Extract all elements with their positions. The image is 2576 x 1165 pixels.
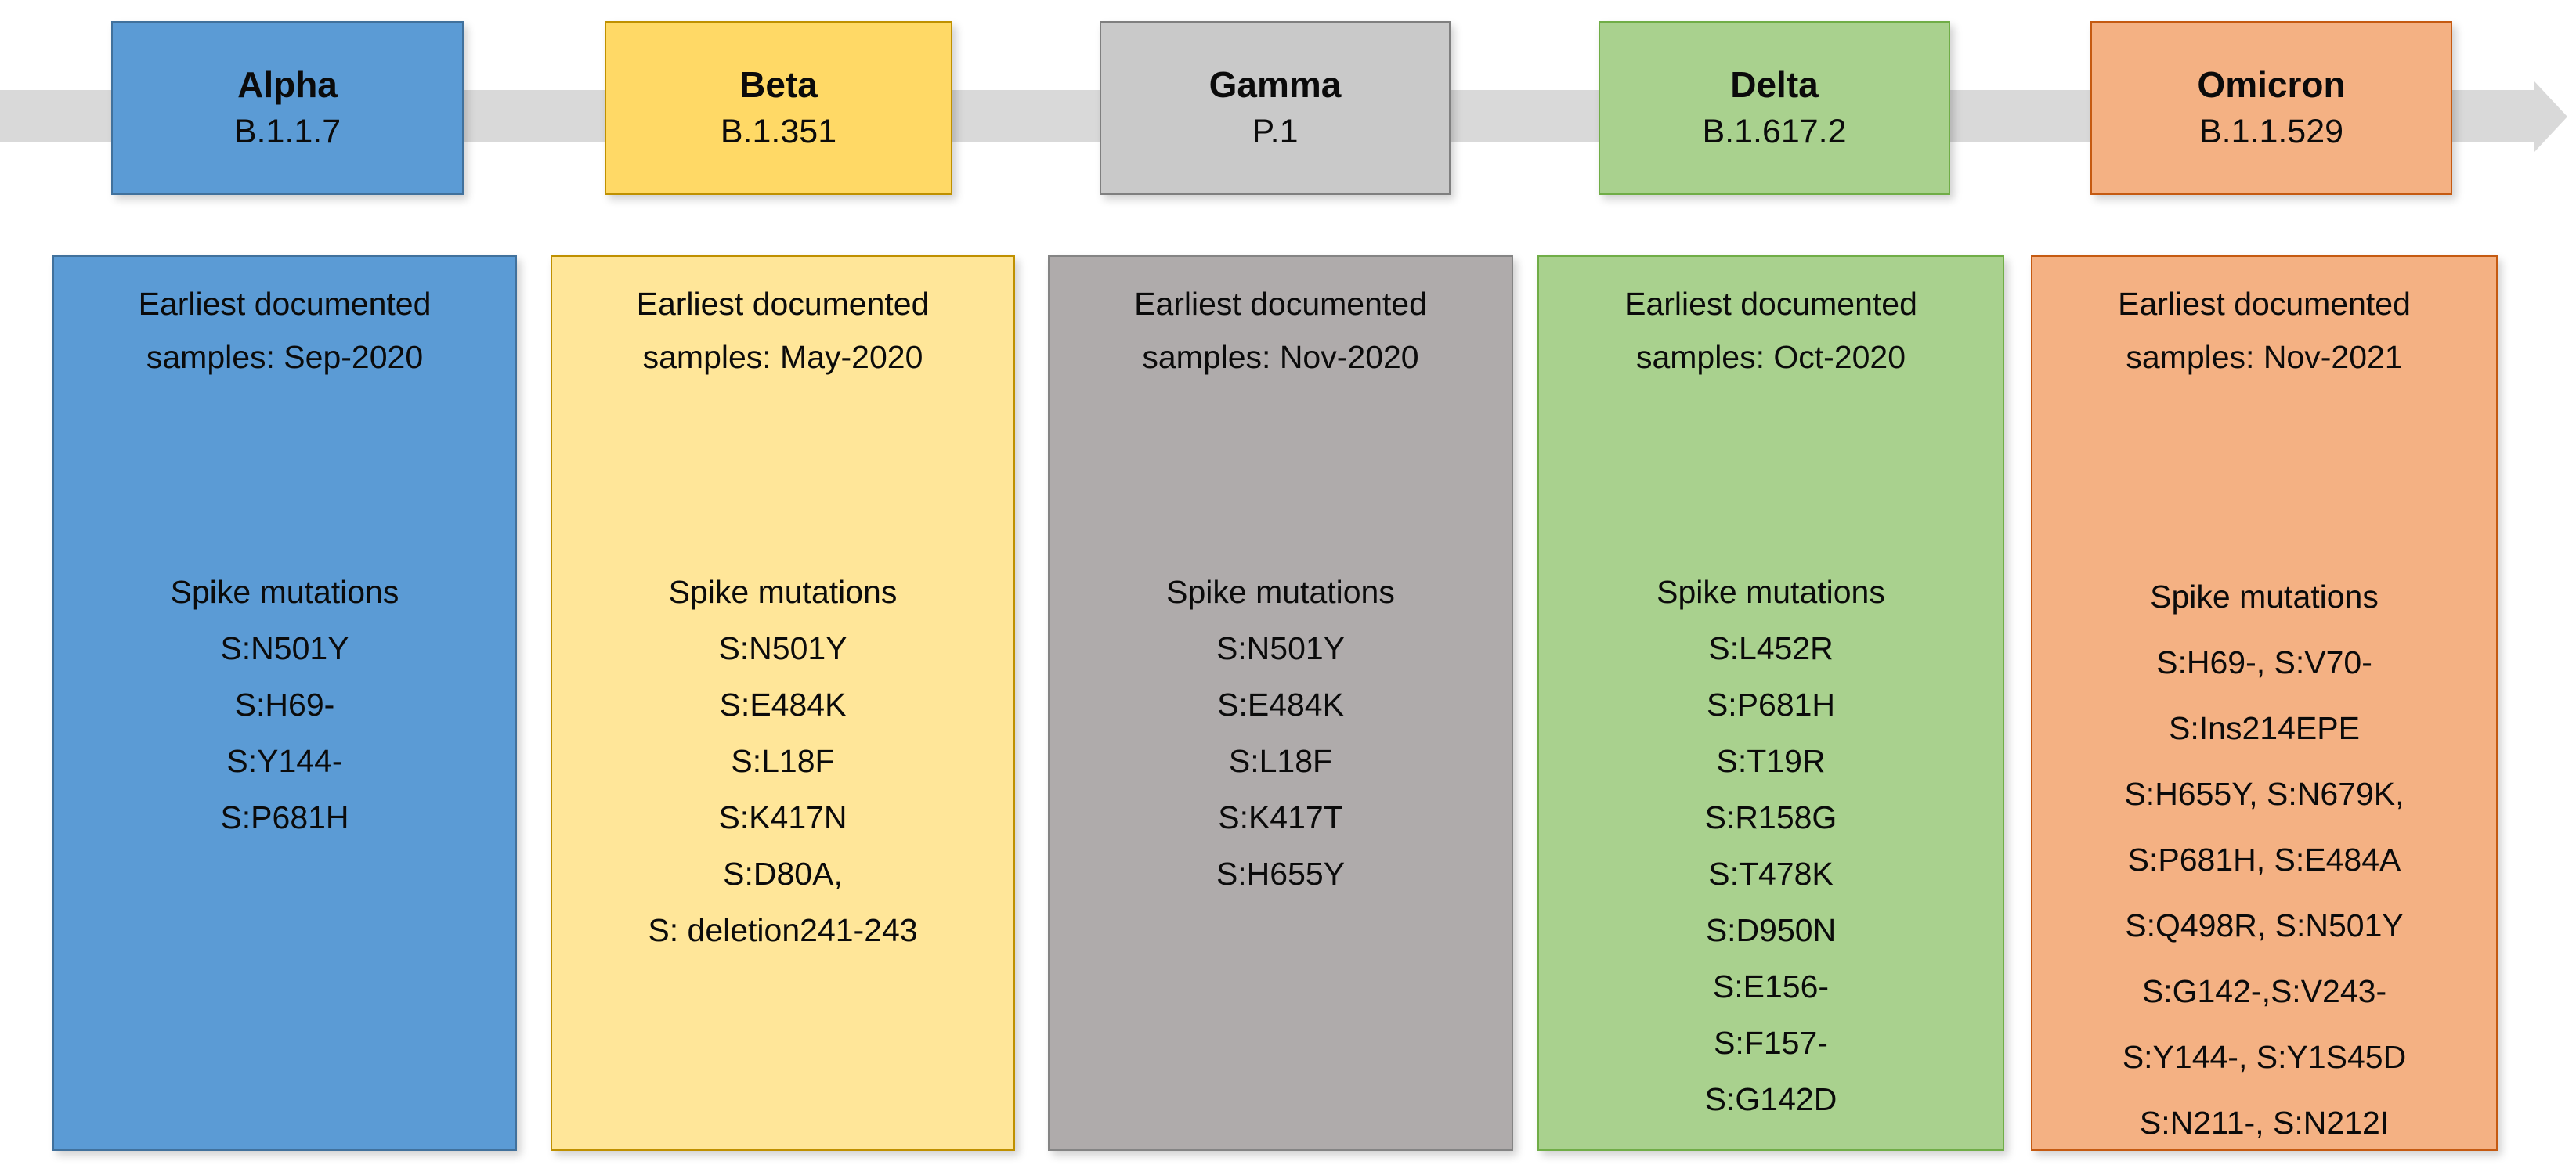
spike-mutations-title: Spike mutations (1166, 574, 1395, 610)
spike-mutations-block: Spike mutations S:L452R S:P681H S:T19R S… (1539, 564, 2003, 1127)
spike-mutations-block: Spike mutations S:N501Y S:H69- S:Y144- S… (54, 564, 515, 846)
spike-mutations-block: Spike mutations S:N501Y S:E484K S:L18F S… (1050, 564, 1512, 902)
variant-name: Beta (739, 64, 818, 105)
earliest-samples-text: Earliest documented samples: Sep-2020 (138, 286, 432, 375)
variant-header-omicron: Omicron B.1.1.529 (2090, 21, 2452, 195)
earliest-samples-text: Earliest documented samples: Nov-2020 (1134, 286, 1427, 375)
spike-mutations-block: Spike mutations S:H69-, S:V70- S:Ins214E… (2032, 564, 2496, 1156)
variant-name: Alpha (237, 64, 338, 105)
timeline-arrow-head-icon (2534, 81, 2567, 152)
spike-mutations-title: Spike mutations (2150, 579, 2379, 615)
variant-detail-alpha: Earliest documented samples: Sep-2020 Sp… (52, 255, 517, 1151)
variant-header-beta: Beta B.1.351 (605, 21, 952, 195)
spike-mutations-list: S:H69-, S:V70- S:Ins214EPE S:H655Y, S:N6… (2122, 644, 2407, 1141)
variant-header-alpha: Alpha B.1.1.7 (111, 21, 464, 195)
spike-mutations-list: S:N501Y S:E484K S:L18F S:K417N S:D80A, S… (648, 630, 918, 948)
earliest-samples-text: Earliest documented samples: May-2020 (636, 286, 930, 375)
variant-header-gamma: Gamma P.1 (1100, 21, 1451, 195)
earliest-samples-text: Earliest documented samples: Nov-2021 (2118, 286, 2411, 375)
variant-lineage: B.1.617.2 (1702, 113, 1847, 150)
spike-mutations-title: Spike mutations (1657, 574, 1885, 610)
variant-detail-omicron: Earliest documented samples: Nov-2021 Sp… (2031, 255, 2498, 1151)
earliest-samples-text: Earliest documented samples: Oct-2020 (1624, 286, 1917, 375)
variant-lineage: B.1.1.529 (2198, 113, 2344, 150)
variant-name: Delta (1730, 64, 1819, 105)
variant-detail-gamma: Earliest documented samples: Nov-2020 Sp… (1048, 255, 1513, 1151)
variant-lineage: P.1 (1252, 113, 1299, 150)
variant-lineage: B.1.1.7 (233, 113, 341, 150)
variant-detail-beta: Earliest documented samples: May-2020 Sp… (551, 255, 1015, 1151)
spike-mutations-title: Spike mutations (668, 574, 898, 610)
variant-name: Omicron (2197, 64, 2346, 105)
spike-mutations-list: S:N501Y S:H69- S:Y144- S:P681H (220, 630, 349, 835)
spike-mutations-list: S:L452R S:P681H S:T19R S:R158G S:T478K S… (1704, 630, 1837, 1117)
variant-detail-delta: Earliest documented samples: Oct-2020 Sp… (1537, 255, 2004, 1151)
variant-name: Gamma (1209, 64, 1342, 105)
spike-mutations-list: S:N501Y S:E484K S:L18F S:K417T S:H655Y (1216, 630, 1346, 892)
variant-lineage: B.1.351 (720, 113, 837, 150)
spike-mutations-title: Spike mutations (170, 574, 399, 610)
spike-mutations-block: Spike mutations S:N501Y S:E484K S:L18F S… (552, 564, 1013, 958)
variant-header-delta: Delta B.1.617.2 (1599, 21, 1950, 195)
